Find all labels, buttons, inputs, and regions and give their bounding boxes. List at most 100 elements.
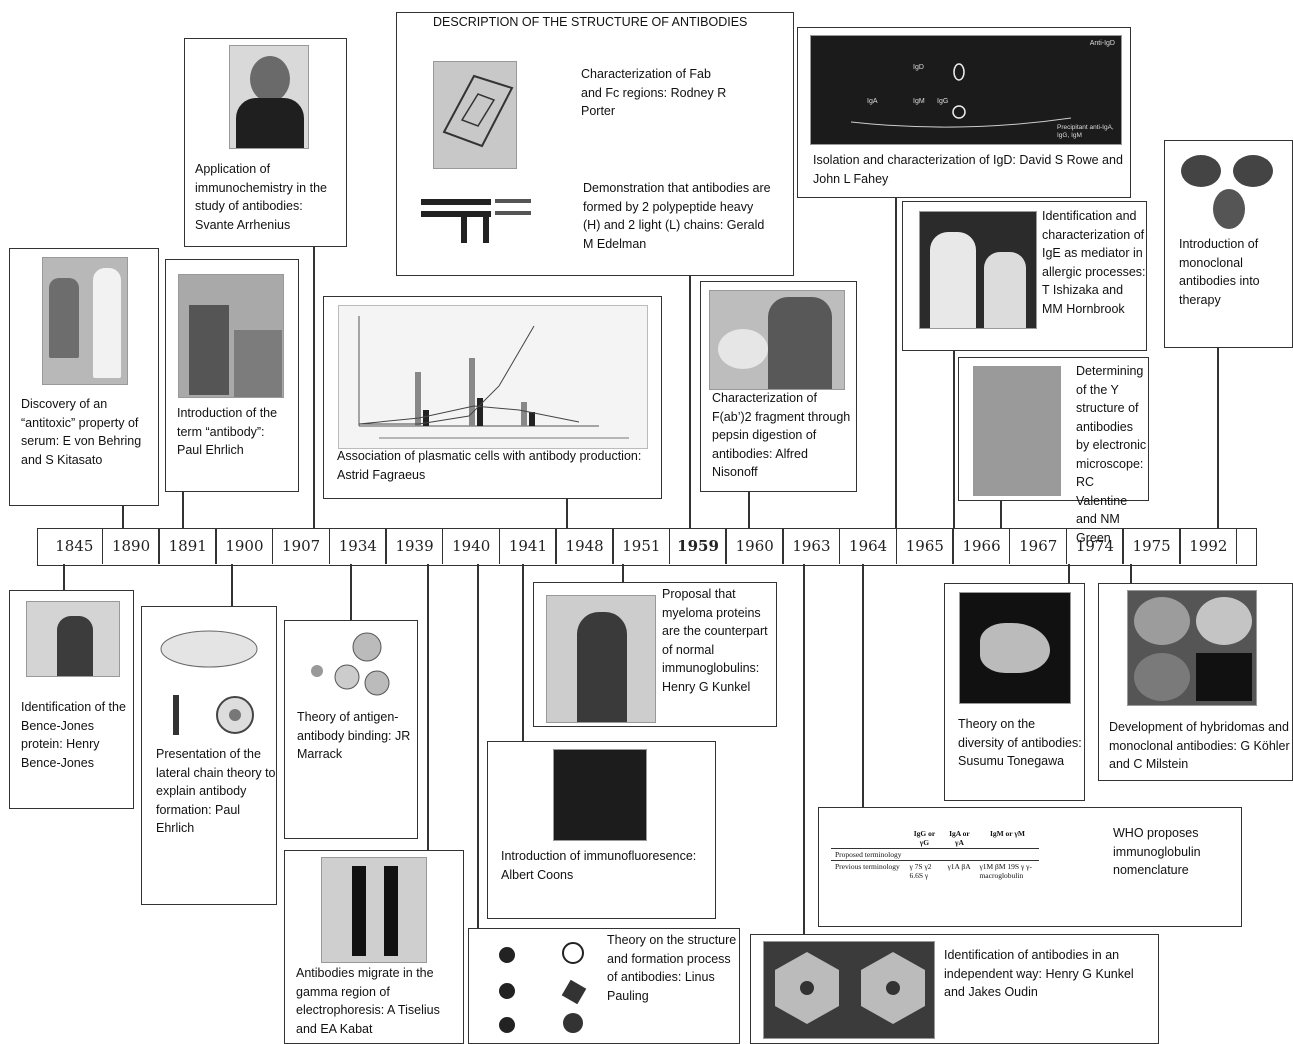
who-cell-iga: γ1A βA [947,862,971,871]
connector-1951 [622,564,624,583]
connector-1891 [182,491,184,529]
year-1963: 1963 [792,537,831,555]
connector-1845 [63,564,65,590]
connector-1939 [427,564,429,852]
year-separator [1065,529,1068,564]
who-row-proposed: Proposed terminology [835,850,902,859]
nisonoff-photo [709,290,845,390]
connector-1948 [566,498,568,529]
year-separator [838,529,841,564]
event-text-1900: Presentation of the lateral chain theory… [156,747,276,835]
year-separator [158,529,160,564]
year-separator [1122,529,1124,564]
behring-photo [42,257,128,385]
connector-1890 [122,505,124,529]
year-1891: 1891 [168,537,207,555]
igd-label-bottom: Precipitant anti-IgA, IgG, IgM [1057,124,1114,139]
connector-1992 [1217,347,1219,529]
event-text-1948: Association of plasmatic cells with anti… [337,449,642,482]
year-1959: 1959 [677,537,719,555]
igd-label-igm: IgM [913,98,925,105]
event-text-1964: WHO proposes immunoglobulin nomenclature [1113,826,1201,877]
event-text-1959b: Demonstration that antibodies are formed… [583,181,771,251]
event-text-1951: Proposal that myeloma proteins are the c… [662,587,768,694]
year-1992: 1992 [1189,537,1228,555]
year-1948: 1948 [565,537,604,555]
event-text-1960: Characterization of F(ab’)2 fragment thr… [712,391,851,479]
year-1951: 1951 [622,537,661,555]
fagraeus-chart-image [338,305,648,449]
connector-1941 [522,564,524,742]
event-box-1966a: Identification and characterization of I… [902,201,1147,351]
connector-1975 [1130,564,1132,583]
event-text-1891: Introduction of the term “antibody”: Pau… [177,406,278,457]
year-separator [612,529,614,564]
connector-1964 [862,564,864,808]
who-row-previous: Previous terminology [835,862,900,871]
year-separator [668,529,671,564]
year-separator [895,529,897,564]
year-separator [1008,529,1011,564]
event-box-1965: Anti-IgD IgD IgA IgM IgG Precipitant ant… [797,27,1131,198]
event-box-1891: Introduction of the term “antibody”: Pau… [165,259,299,492]
event-text-1966a: Identification and characterization of I… [1042,209,1146,316]
year-1907: 1907 [282,537,321,555]
immunofluorescence-image [553,749,647,841]
year-separator [441,529,444,564]
marrack-diagram [297,627,407,703]
tonegawa-image [959,592,1071,704]
connector-1966b [1000,500,1002,529]
event-text-1939: Antibodies migrate in the gamma region o… [296,966,440,1036]
event-box-1964: IgG or γG IgA or γA IgM or γM Proposed t… [818,807,1242,927]
igd-label-anti: Anti-IgD [1089,40,1115,47]
connector-1963 [803,564,805,935]
year-1966: 1966 [962,537,1001,555]
event-box-1948: Association of plasmatic cells with anti… [323,296,662,499]
year-1960: 1960 [735,537,774,555]
event-box-1940: Theory on the structure and formation pr… [468,928,740,1044]
kunkel-photo [546,595,656,723]
event-text-1934: Theory of antigen-antibody binding: JR M… [297,710,411,761]
year-separator [498,529,501,564]
year-1890: 1890 [111,537,151,555]
who-header-3: IgM or γM [989,829,1025,838]
year-1965: 1965 [905,537,944,555]
event-text-1941: Introduction of immunofluoresence: Alber… [501,849,697,882]
ishizaka-photo [919,211,1037,329]
who-nomenclature-table: IgG or γG IgA or γA IgM or γM Proposed t… [831,828,1095,920]
event-box-1959: DESCRIPTION OF THE STRUCTURE OF ANTIBODI… [396,12,794,276]
event-box-1890: Discovery of an “antitoxic” property of … [9,248,159,506]
event-text-1963: Identification of antibodies in an indep… [944,948,1134,999]
year-1967: 1967 [1019,537,1058,555]
bence-jones-photo [26,601,120,677]
year-1940: 1940 [452,537,491,555]
event-box-1845: Identification of the Bence-Jones protei… [9,590,134,809]
event-text-1890: Discovery of an “antitoxic” property of … [21,397,142,467]
year-1974: 1974 [1075,537,1115,555]
event-box-1939: Antibodies migrate in the gamma region o… [284,850,464,1044]
oudin-plate-image [763,941,935,1039]
connector-1907 [313,246,315,529]
event-text-1907: Application of immunochemistry in the st… [195,162,327,232]
event-box-1974: Theory on the diversity of antibodies: S… [944,583,1085,801]
year-separator [385,529,387,564]
igd-label-igg: IgG [937,98,949,105]
event-text-1966b: Determining of the Y structure of antibo… [1076,364,1147,545]
connector-1974 [1068,564,1070,584]
event-box-1963: Identification of antibodies in an indep… [750,934,1159,1044]
event-box-1900: Presentation of the lateral chain theory… [141,606,277,905]
year-separator [271,529,274,564]
year-separator [952,529,954,564]
connector-1900 [231,564,233,606]
connector-1959 [689,275,691,529]
event-box-1960: Characterization of F(ab’)2 fragment thr… [700,281,857,492]
y-structure-micrograph [973,366,1061,496]
event-box-1934: Theory of antigen-antibody binding: JR M… [284,620,418,839]
arrhenius-photo [229,45,309,149]
connector-1965 [895,197,897,529]
year-1845: 1845 [55,537,94,555]
igd-image: Anti-IgD IgD IgA IgM IgG Precipitant ant… [810,35,1122,145]
year-separator [725,529,727,564]
year-1964: 1964 [849,537,888,555]
